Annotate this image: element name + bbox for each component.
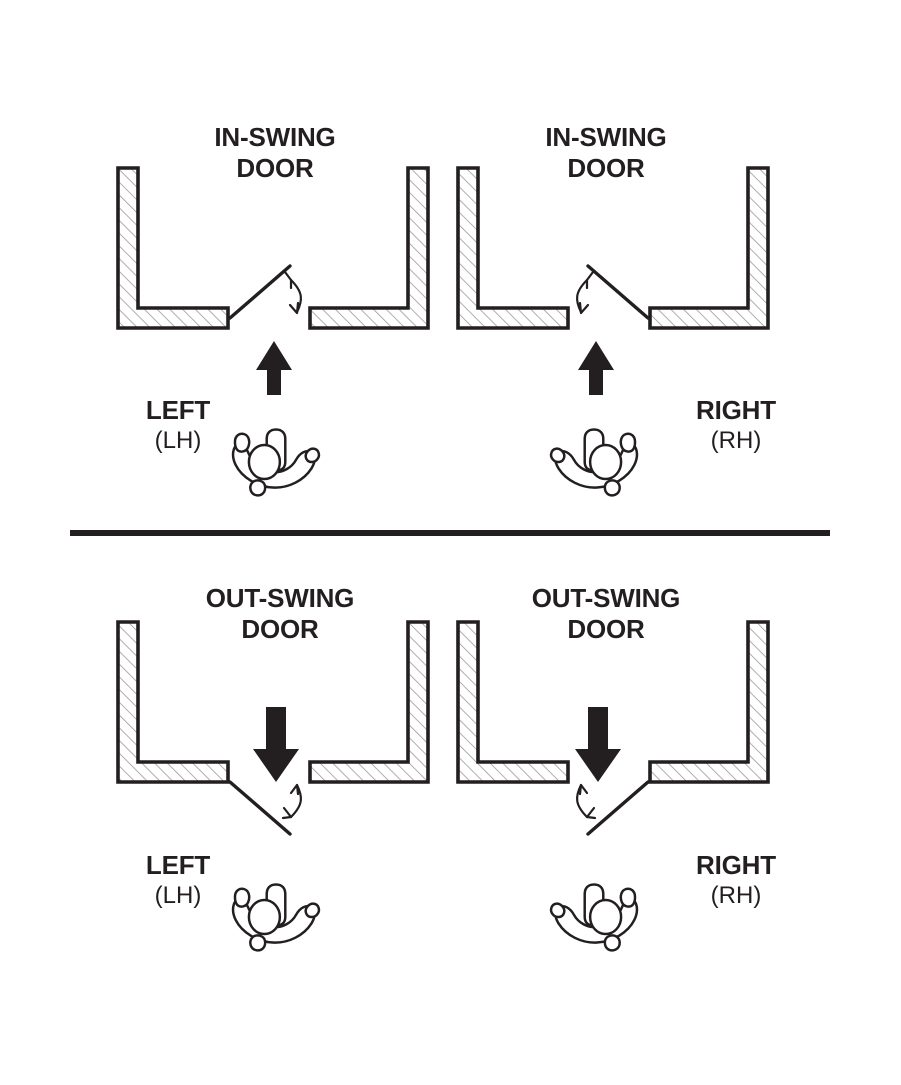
- hand-label-right: RIGHT (RH): [646, 395, 826, 457]
- hand-label-left: LEFT (LH): [98, 395, 258, 457]
- door-leaf: [228, 264, 292, 320]
- out-swing-right-plan: [456, 620, 770, 836]
- up-arrow-icon: [578, 341, 614, 395]
- wall-left: [116, 620, 230, 784]
- hand-label-main: RIGHT: [696, 850, 776, 880]
- door-leaf: [586, 780, 650, 836]
- hand-label-right: RIGHT (RH): [646, 850, 826, 912]
- wall-right: [648, 166, 770, 330]
- wall-left: [116, 166, 230, 330]
- hand-label-abbr: (LH): [154, 427, 202, 454]
- hand-label-abbr: (LH): [154, 882, 202, 909]
- panel-title: IN-SWING DOOR: [545, 122, 667, 183]
- section-divider: [70, 530, 830, 536]
- hand-label-left: LEFT (LH): [98, 850, 258, 912]
- door-leaf: [228, 780, 292, 836]
- down-arrow-icon: [575, 707, 621, 782]
- wall-right: [648, 620, 770, 784]
- right-hand-palm-up-icon: [549, 428, 639, 497]
- wall-right: [308, 620, 430, 784]
- down-arrow-icon: [253, 707, 299, 782]
- in-swing-left-plan: [116, 166, 430, 395]
- panel-out-swing-left: OUT-SWING DOOR LEFT (LH): [0, 520, 450, 1085]
- panel-title: OUT-SWING DOOR: [531, 583, 681, 644]
- door-leaf: [586, 264, 650, 320]
- swing-arc-arrow: [575, 270, 595, 315]
- left-hand-palm-up-icon: [231, 428, 321, 497]
- hand-label-main: LEFT: [145, 395, 211, 425]
- panel-title: IN-SWING DOOR: [214, 122, 336, 183]
- panel-out-swing-right: OUT-SWING DOOR RIGHT (RH): [450, 520, 901, 1085]
- out-swing-left-plan: [116, 620, 430, 836]
- panel-in-swing-left: IN-SWING DOOR LEFT (LH): [0, 0, 450, 520]
- hand-label-abbr: (RH): [710, 427, 762, 454]
- wall-left: [456, 166, 570, 330]
- panel-in-swing-right: IN-SWING DOOR RIGHT (RH): [450, 0, 901, 520]
- swing-arc-arrow: [281, 783, 303, 820]
- wall-right: [308, 166, 430, 330]
- panel-title: OUT-SWING DOOR: [205, 583, 355, 644]
- in-swing-right-plan: [456, 166, 770, 395]
- right-hand-palm-up-icon: [549, 883, 639, 952]
- swing-arc-arrow: [283, 270, 303, 315]
- hand-label-main: RIGHT: [696, 395, 776, 425]
- hand-label-main: LEFT: [145, 850, 211, 880]
- hand-label-abbr: (RH): [710, 882, 762, 909]
- swing-arc-arrow: [575, 783, 597, 820]
- wall-left: [456, 620, 570, 784]
- up-arrow-icon: [256, 341, 292, 395]
- left-hand-palm-up-icon: [231, 883, 321, 952]
